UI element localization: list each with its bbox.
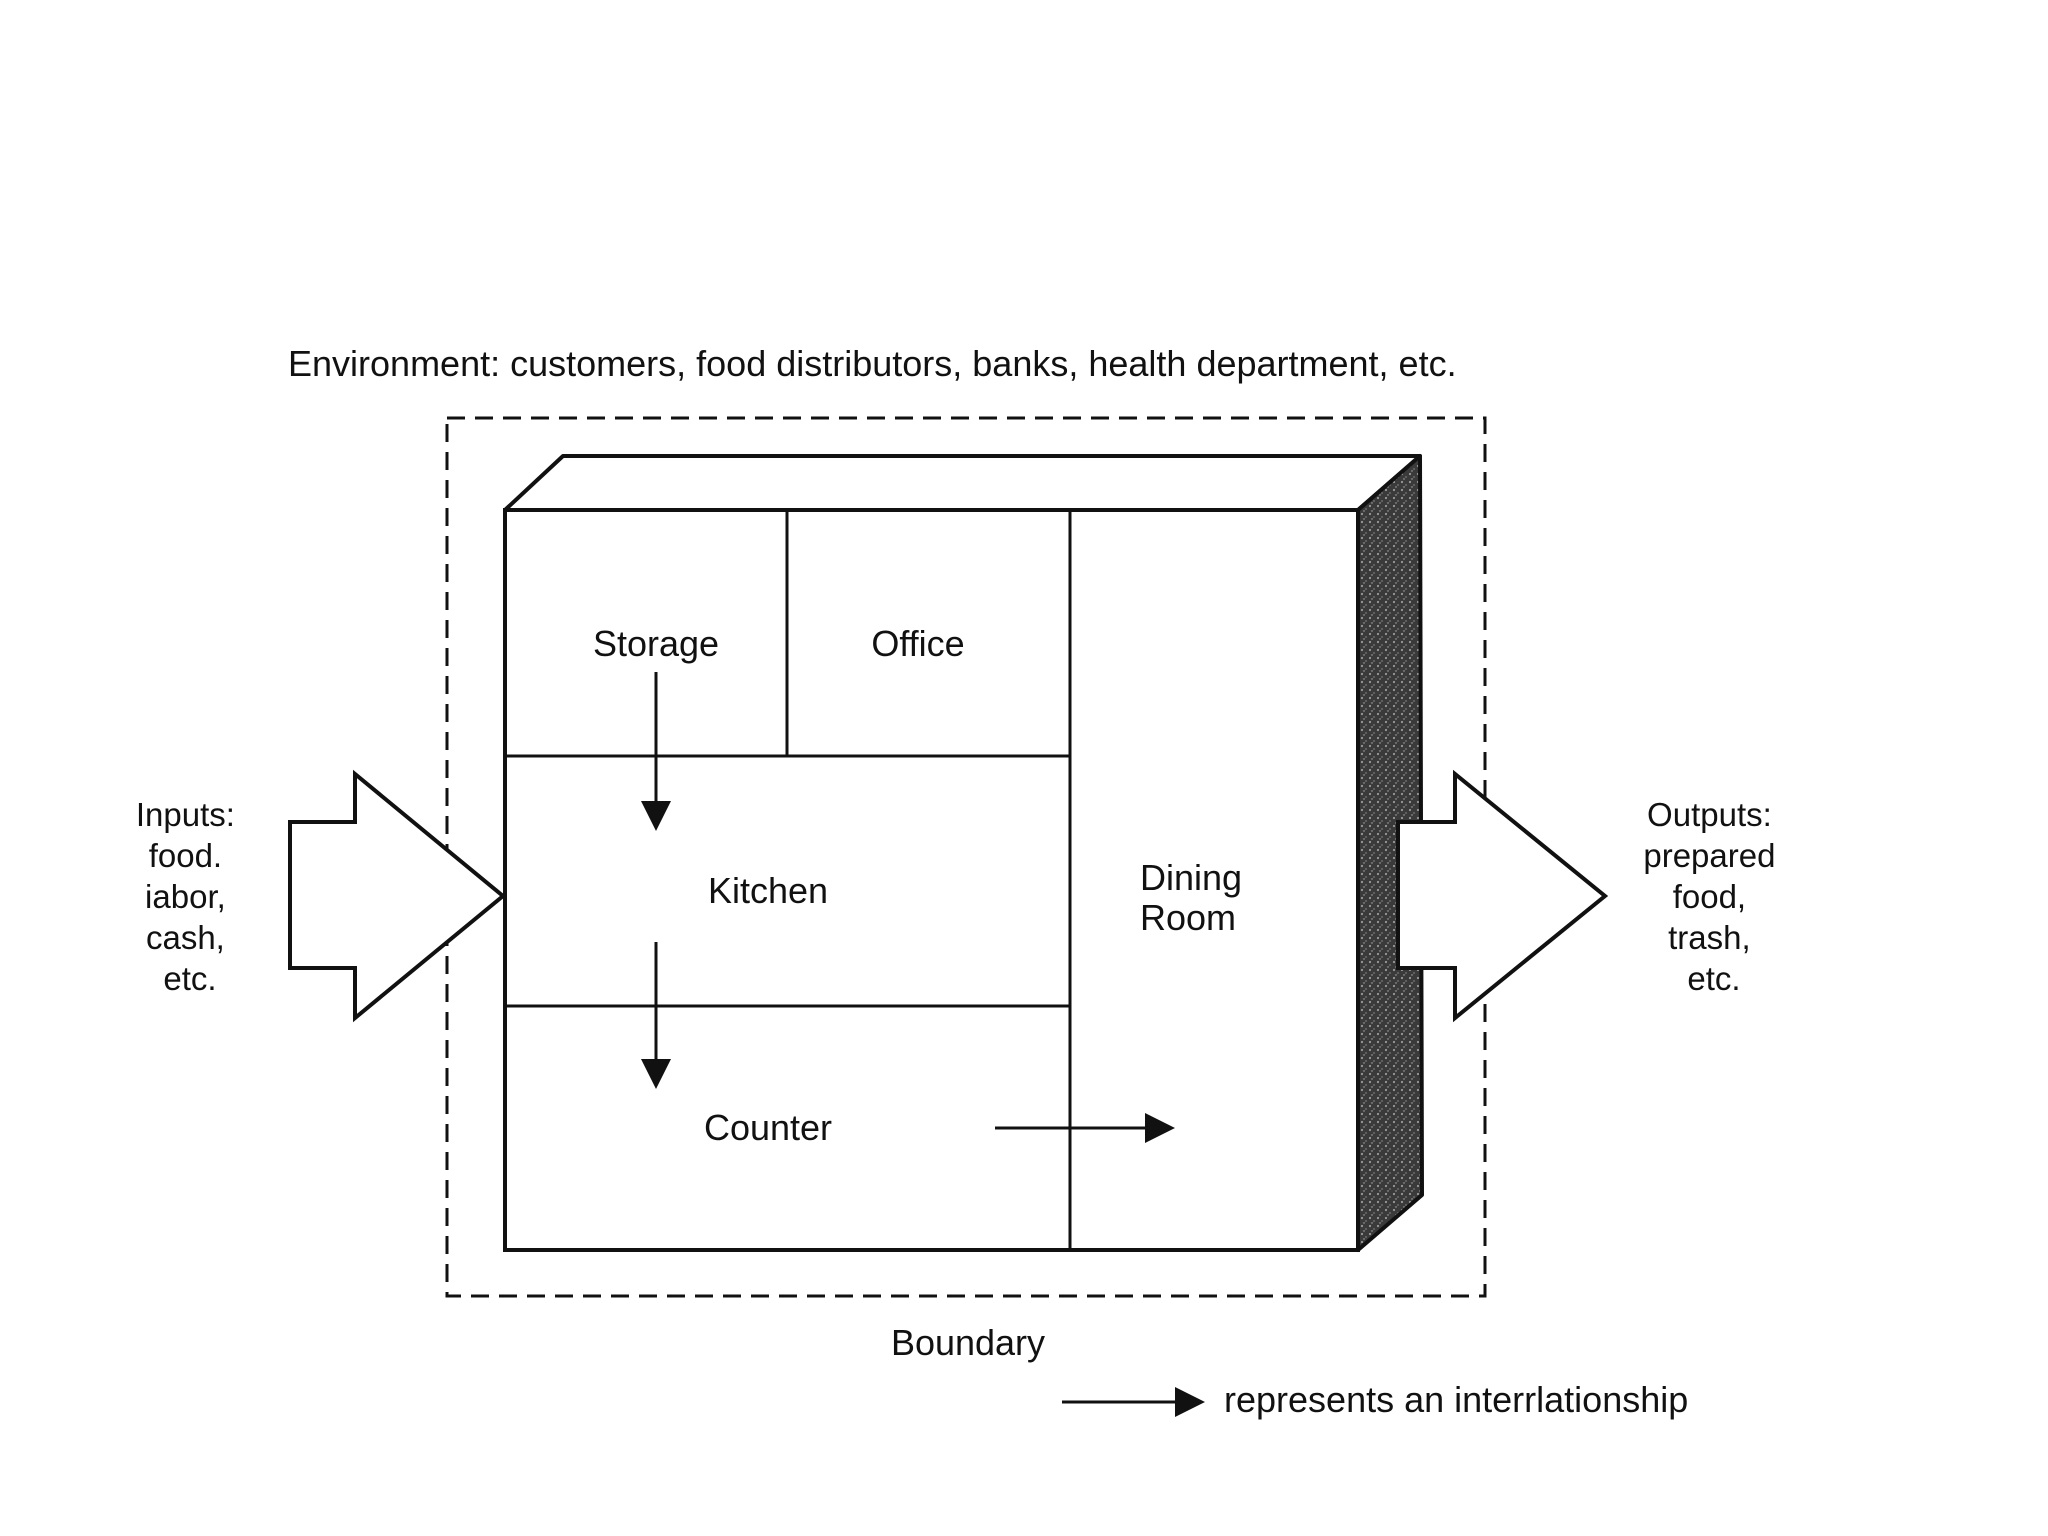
environment-label: Environment: customers, food distributor… [288, 343, 1457, 384]
inputs-line-5: etc. [163, 960, 216, 997]
outputs-line-4: trash, [1668, 919, 1751, 956]
inputs-line-2: food. [149, 837, 222, 874]
room-dining-line1: Dining [1140, 857, 1242, 898]
box-top-face [503, 454, 1422, 512]
boundary-label: Boundary [891, 1322, 1045, 1363]
inputs-line-4: cash, [146, 919, 225, 956]
room-office: Office [871, 623, 964, 664]
room-dining-line2: Room [1140, 897, 1236, 938]
box-front-face [503, 508, 1360, 1252]
outputs-line-2: prepared [1643, 837, 1775, 874]
outputs-line-5: etc. [1687, 960, 1740, 997]
outputs-line-1: Outputs: [1647, 796, 1772, 833]
legend-label: represents an interrlationship [1224, 1379, 1688, 1420]
inputs-line-3: iabor, [145, 878, 226, 915]
room-dining: Dining Room [1140, 857, 1252, 938]
room-counter: Counter [704, 1107, 832, 1148]
inputs-line-1: Inputs: [136, 796, 235, 833]
outputs-line-3: food, [1673, 878, 1746, 915]
output-arrow [1396, 769, 1609, 1023]
room-storage: Storage [593, 623, 719, 664]
inputs-label: Inputs: food. iabor, cash, etc. [136, 796, 244, 997]
room-kitchen: Kitchen [708, 870, 828, 911]
outputs-label: Outputs: prepared food, trash, etc. [1643, 796, 1784, 997]
input-arrow [288, 769, 507, 1023]
